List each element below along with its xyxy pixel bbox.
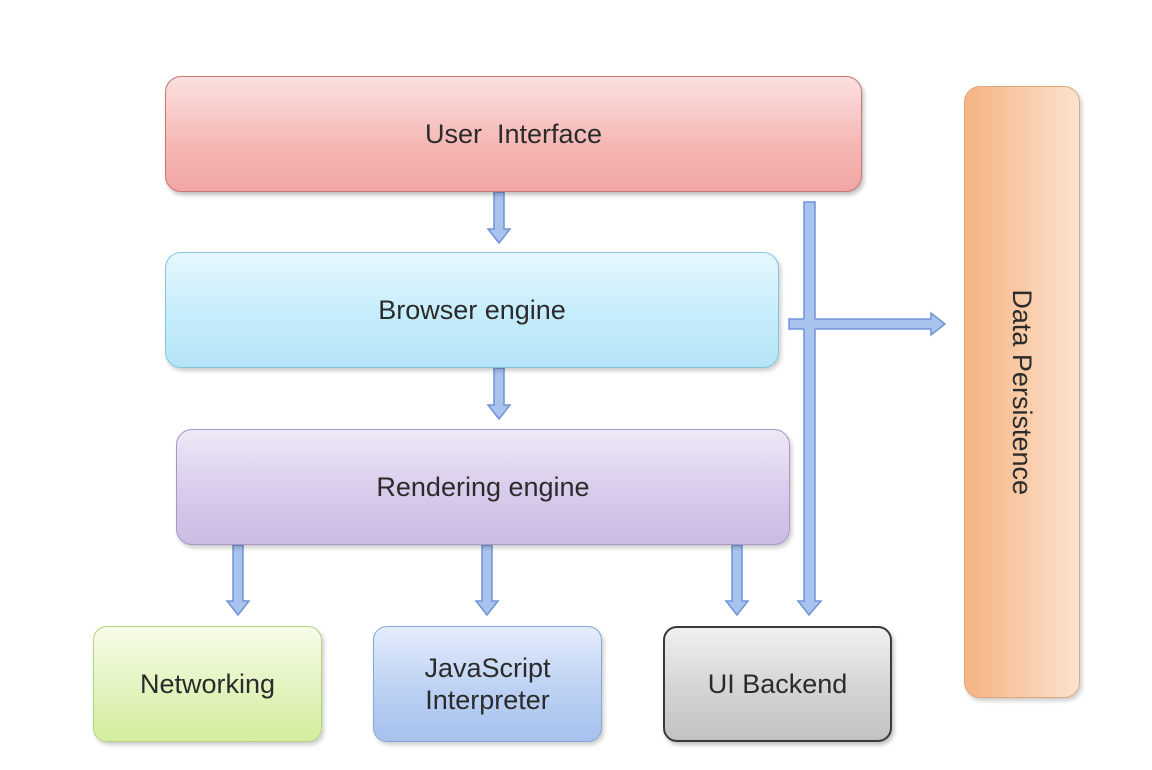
arrow-browser-to-rendering-engine (486, 367, 512, 421)
data-persistence-box: Data Persistence (964, 86, 1080, 698)
javascript-interpreter-label-line2: Interpreter (425, 685, 550, 715)
browser-engine-box: Browser engine (165, 252, 779, 368)
arrow-rendering-to-js-interpreter (474, 544, 500, 617)
user-interface-box: User Interface (165, 76, 862, 192)
networking-label: Networking (139, 668, 276, 699)
arrow-ui-to-browser-engine (486, 191, 512, 245)
rendering-engine-box: Rendering engine (176, 429, 790, 545)
arrow-rendering-to-networking (225, 544, 251, 617)
ui-backend-box: UI Backend (663, 626, 892, 742)
user-interface-label: User Interface (424, 118, 603, 149)
crossing-overlay (804, 318, 815, 330)
browser-engine-label: Browser engine (378, 294, 566, 325)
networking-box: Networking (93, 626, 322, 742)
data-persistence-label: Data Persistence (1007, 289, 1038, 495)
arrow-ui-to-ui-backend (796, 201, 823, 617)
arrow-rendering-to-ui-backend (724, 544, 750, 617)
rendering-engine-label: Rendering engine (376, 471, 590, 502)
arrow-to-data-persistence (788, 311, 947, 337)
javascript-interpreter-box: JavaScript Interpreter (373, 626, 602, 742)
ui-backend-label: UI Backend (707, 668, 848, 699)
javascript-interpreter-label-line1: JavaScript (424, 652, 551, 683)
